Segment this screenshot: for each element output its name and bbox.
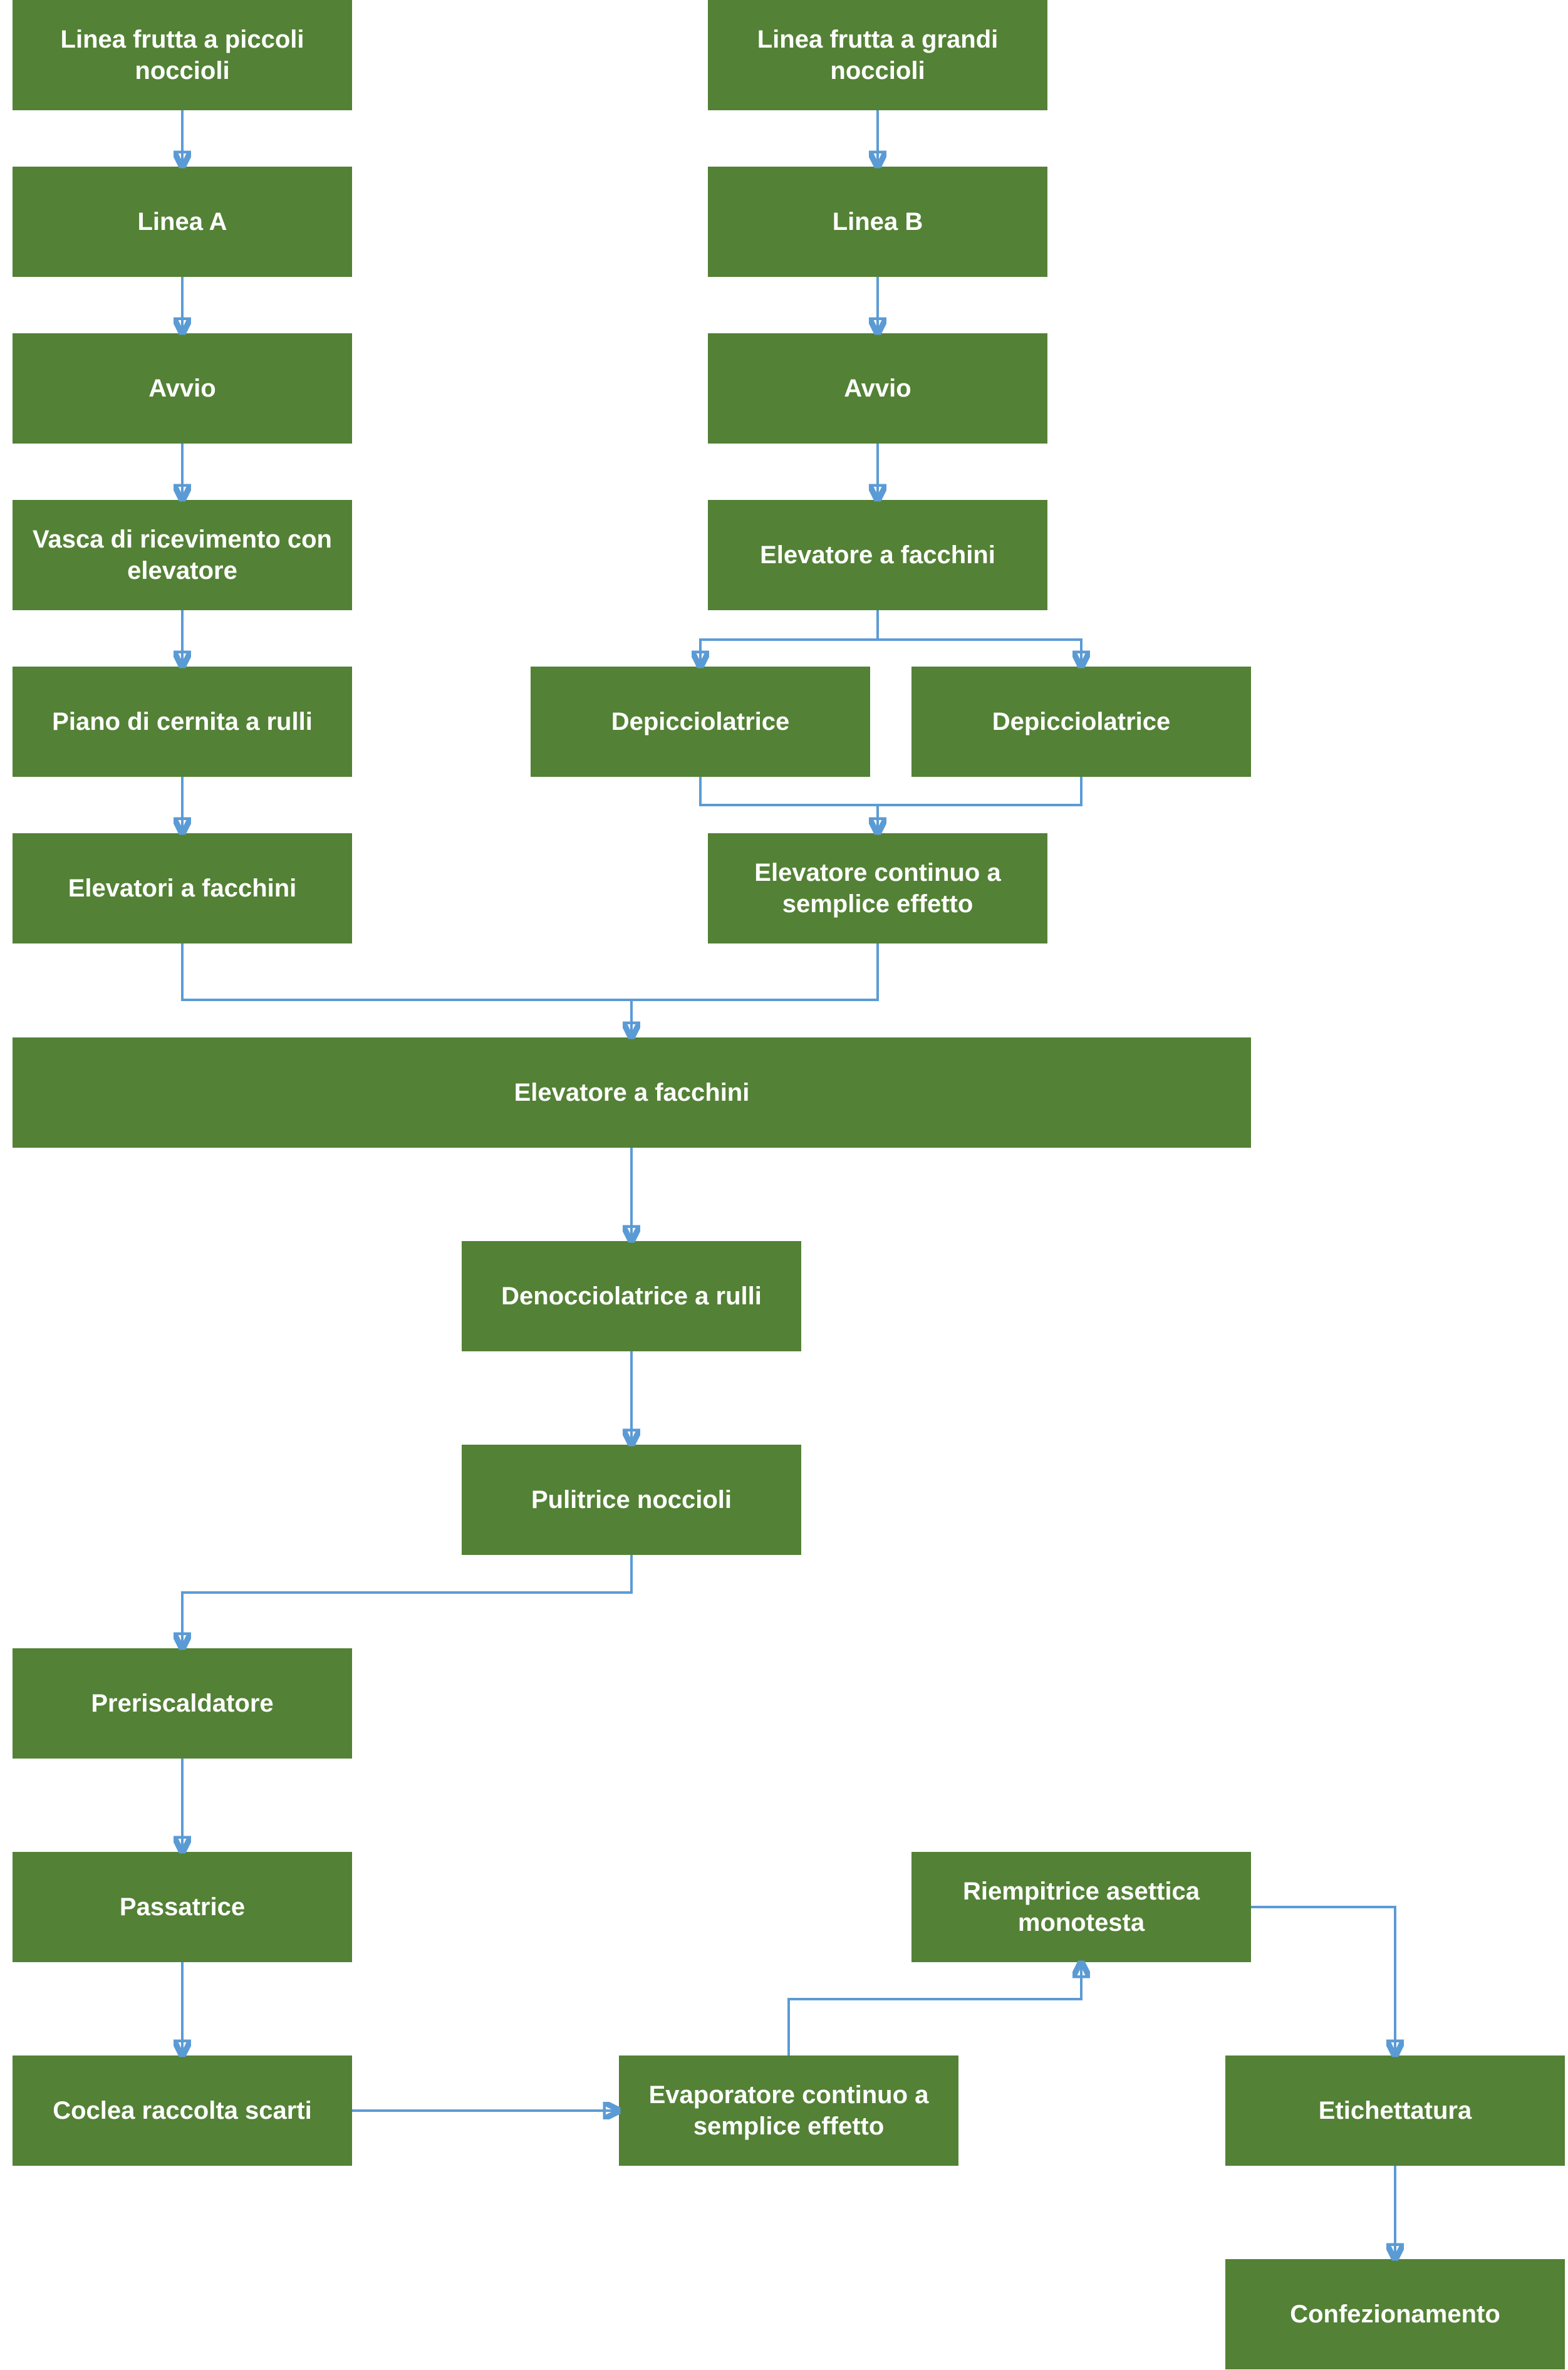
node-riempitrice: Riempitrice asettica monotesta (911, 1852, 1251, 1962)
node-depicciolatrice-2: Depicciolatrice (911, 667, 1251, 777)
node-pulitrice-noccioli: Pulitrice noccioli (462, 1445, 801, 1555)
connector-arrow (700, 610, 879, 667)
connector-arrow (182, 1555, 633, 1648)
node-avvio-b: Avvio (708, 333, 1047, 444)
node-piano-cernita: Piano di cernita a rulli (13, 667, 352, 777)
node-elevatore-facchini-b: Elevatore a facchini (708, 500, 1047, 610)
connector-arrow (787, 1962, 1081, 2056)
node-linea-frutta-grandi-noccioli: Linea frutta a grandi noccioli (708, 0, 1047, 110)
node-denocciolatrice: Denocciolatrice a rulli (462, 1241, 801, 1351)
node-etichettatura: Etichettatura (1225, 2056, 1565, 2166)
connector-arrow (1251, 1906, 1395, 2056)
node-linea-b: Linea B (708, 167, 1047, 277)
connector-arrow (878, 638, 1081, 667)
node-passatrice: Passatrice (13, 1852, 352, 1962)
connector-line (181, 943, 879, 1001)
node-preriscaldatore: Preriscaldatore (13, 1648, 352, 1759)
node-vasca-ricevimento: Vasca di ricevimento con elevatore (13, 500, 352, 610)
node-linea-frutta-piccoli-noccioli: Linea frutta a piccoli noccioli (13, 0, 352, 110)
connector-line (699, 777, 1083, 806)
node-elevatori-facchini-a: Elevatori a facchini (13, 833, 352, 943)
node-coclea-raccolta-scarti: Coclea raccolta scarti (13, 2056, 352, 2166)
node-linea-a: Linea A (13, 167, 352, 277)
node-evaporatore: Evaporatore continuo a semplice effetto (619, 2056, 958, 2166)
node-depicciolatrice-1: Depicciolatrice (531, 667, 870, 777)
node-confezionamento: Confezionamento (1225, 2259, 1565, 2369)
node-elevatore-continuo: Elevatore continuo a semplice effetto (708, 833, 1047, 943)
node-avvio-a: Avvio (13, 333, 352, 444)
node-elevatore-facchini-main: Elevatore a facchini (13, 1037, 1251, 1148)
